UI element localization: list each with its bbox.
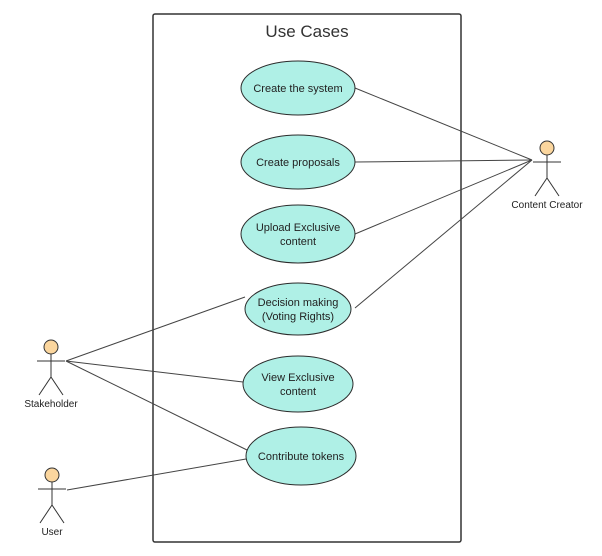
actor-left-leg [38, 376, 52, 396]
association-line [354, 159, 533, 163]
association-line [354, 159, 533, 235]
actor-label: Content Creator [511, 200, 583, 211]
actor-label: Stakeholder [24, 399, 78, 410]
use-case-label: content [280, 386, 316, 398]
association-line [65, 296, 246, 362]
use-case-uc6: Contribute tokens [245, 426, 357, 486]
association-line [354, 159, 533, 309]
use-case-label: Create proposals [256, 157, 340, 169]
association-line [66, 458, 247, 491]
use-case-ellipse [240, 134, 356, 190]
use-case-ellipse [244, 282, 352, 336]
use-case-label: Create the system [253, 83, 342, 95]
use-case-label: Contribute tokens [258, 451, 345, 463]
actor-label: User [41, 527, 63, 538]
system-title: Use Cases [265, 22, 348, 41]
association-line [65, 360, 244, 383]
use-case-uc3: Upload Exclusive content [240, 204, 356, 264]
use-case-label: View Exclusive [261, 372, 334, 384]
use-case-label: content [280, 236, 316, 248]
use-case-uc5: View Exclusive content [242, 355, 354, 413]
actor-right-leg [51, 504, 65, 524]
use-case-label: Decision making [258, 297, 339, 309]
actor-right-leg [546, 177, 560, 197]
actor-stakeholder: Stakeholder [24, 339, 78, 410]
actor-left-leg [39, 504, 53, 524]
use-case-label: (Voting Rights) [262, 311, 334, 323]
actor-left-leg [534, 177, 548, 197]
use-case-ellipse [245, 426, 357, 486]
actor-head-icon [539, 140, 555, 156]
actor-user: User [38, 467, 66, 538]
actor-head-icon [43, 339, 59, 355]
actor-right-leg [50, 376, 64, 396]
use-case-ellipse [240, 204, 356, 264]
actor-head-icon [44, 467, 60, 483]
system-boundary [152, 13, 462, 543]
actor-creator: Content Creator [511, 140, 583, 211]
use-case-uc1: Create the system [240, 60, 356, 116]
use-case-ellipse [240, 60, 356, 116]
use-case-uc2: Create proposals [240, 134, 356, 190]
association-lines [65, 87, 533, 491]
use-case-label: Upload Exclusive [256, 222, 340, 234]
use-case-uc4: Decision making (Voting Rights) [244, 282, 352, 336]
association-line [65, 360, 248, 451]
use-case-ellipse [242, 355, 354, 413]
association-line [354, 87, 533, 161]
